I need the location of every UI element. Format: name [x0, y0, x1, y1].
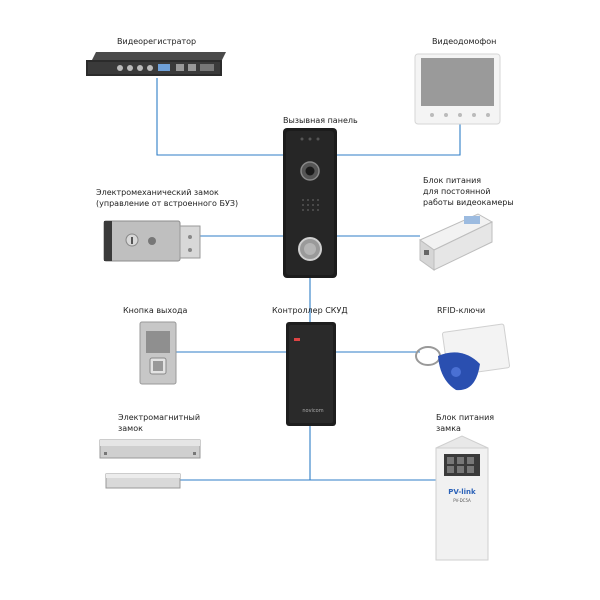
label-psu-lock-line2: замка	[436, 424, 461, 433]
label-em-lock-line1: Электромеханический замок	[96, 188, 219, 197]
controller-device: novicom	[286, 322, 336, 426]
label-dvr: Видеорегистратор	[117, 37, 196, 46]
label-maglock-line2: замок	[118, 424, 143, 433]
label-monitor: Видеодомофон	[432, 37, 496, 46]
label-em-lock-line2: (управление от встроенного БУЗ)	[96, 199, 238, 208]
label-rfid: RFID-ключи	[437, 306, 485, 315]
em-lock-device	[103, 220, 201, 262]
rfid-keys-device	[415, 323, 511, 391]
call-panel-device	[283, 128, 337, 278]
label-panel: Вызывная панель	[283, 116, 358, 125]
controller-brand-text: novicom	[302, 408, 323, 414]
exit-button-device	[139, 321, 177, 385]
dvr-device	[86, 52, 226, 76]
psu-camera-device	[419, 213, 494, 271]
label-psu-cam-line1: Блок питания	[423, 176, 481, 185]
psu-brand-text: PV-link	[448, 488, 476, 496]
label-controller: Контроллер СКУД	[272, 306, 348, 315]
label-psu-cam-line2: для постоянной	[423, 187, 490, 196]
labels: Видеорегистратор Видеодомофон Вызывная п…	[96, 37, 514, 433]
psu-lock-device: PV-link PV-DC5A	[435, 435, 489, 561]
label-exit-button: Кнопка выхода	[123, 306, 188, 315]
maglock-device	[99, 439, 201, 489]
video-monitor-device	[414, 53, 501, 125]
psu-model-text: PV-DC5A	[453, 498, 471, 503]
label-maglock-line1: Электромагнитный	[118, 413, 200, 422]
label-psu-lock-line1: Блок питания	[436, 413, 494, 422]
label-psu-cam-line3: работы видеокамеры	[423, 198, 514, 207]
